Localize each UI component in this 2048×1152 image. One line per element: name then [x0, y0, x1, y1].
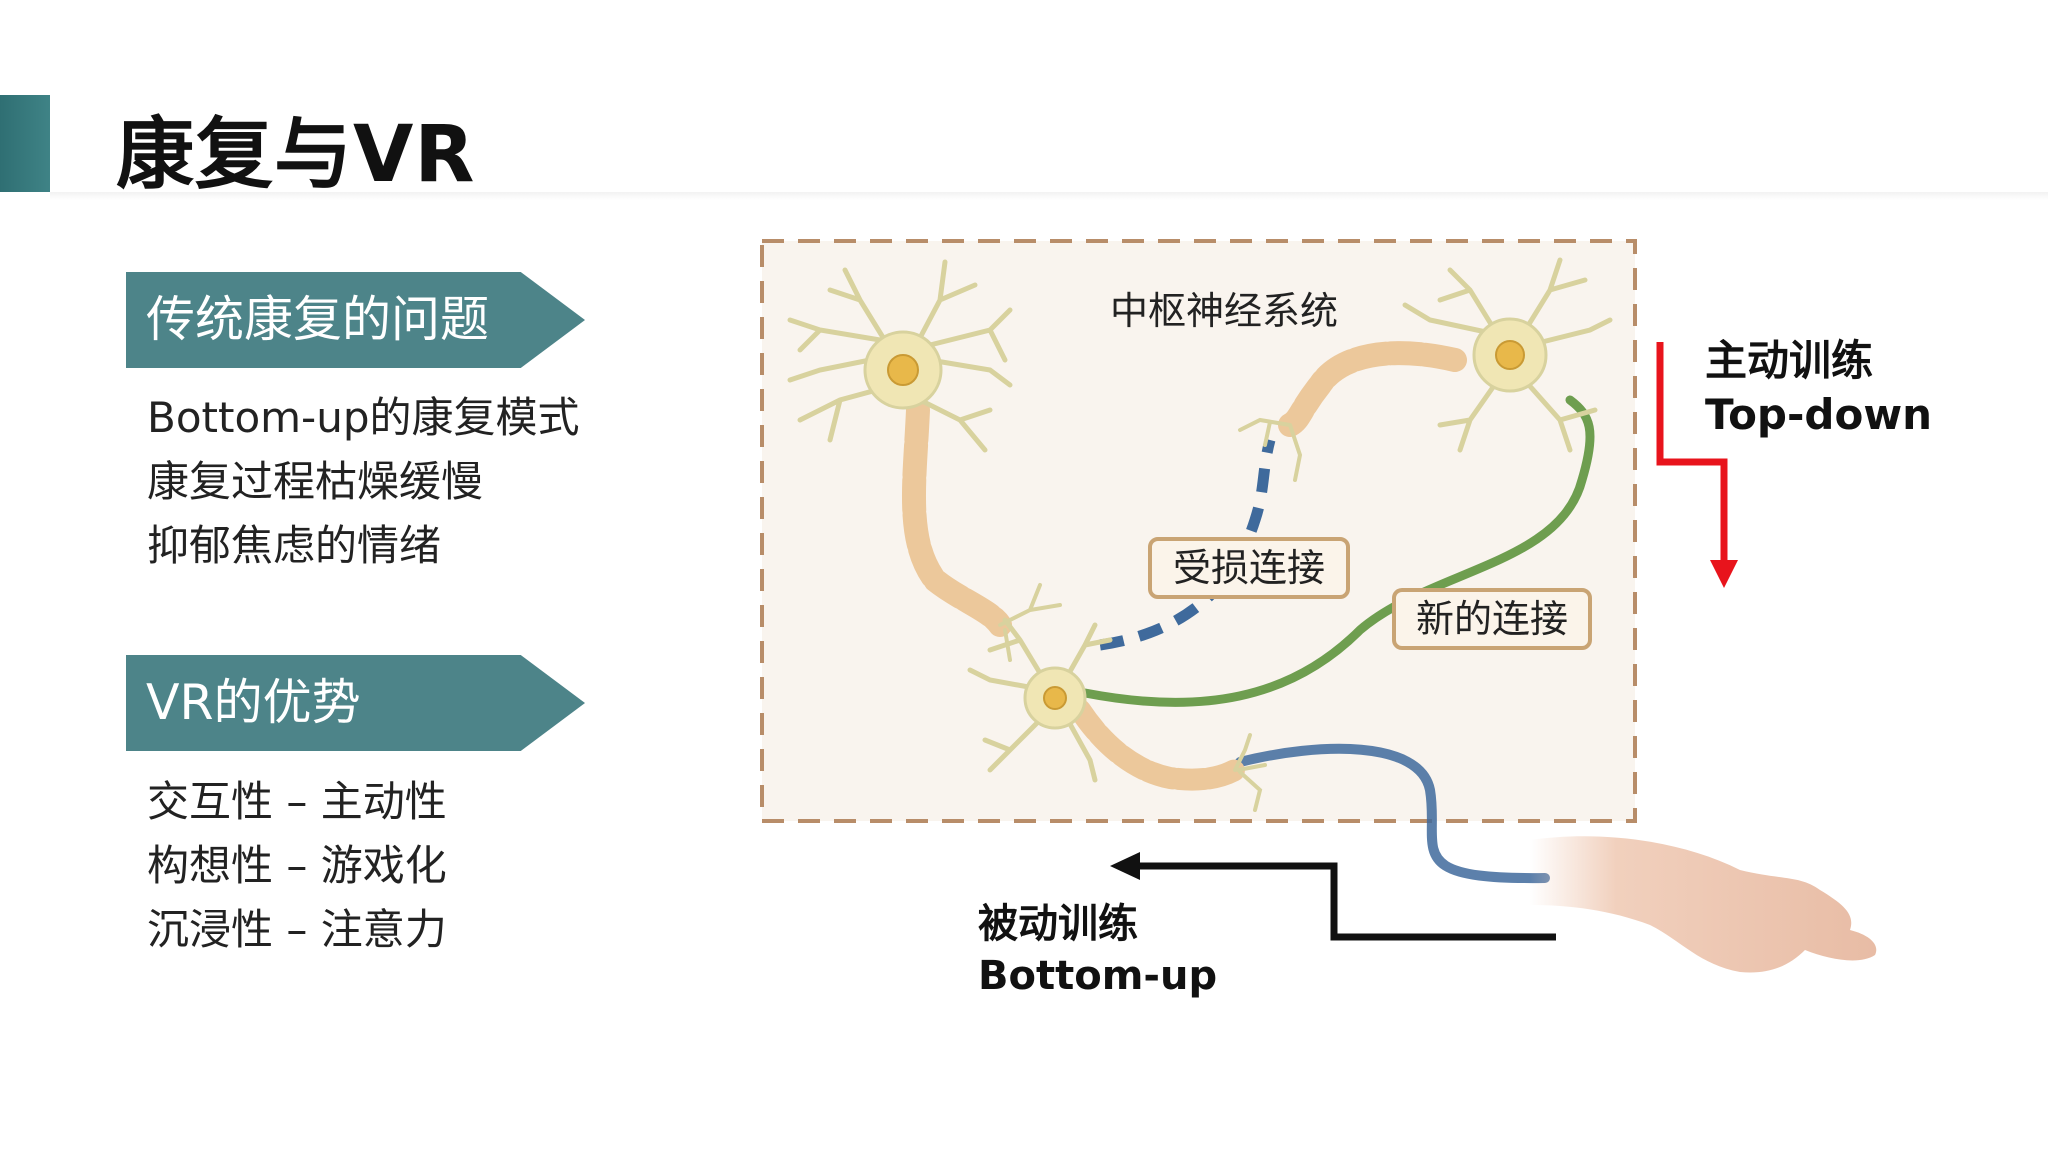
cns-title: 中枢神经系统: [1110, 289, 1339, 333]
list-item: 康复过程枯燥缓慢: [147, 457, 484, 506]
axon-terminal: [998, 417, 1303, 812]
hand-image: [1530, 836, 1877, 973]
nucleus-lower: [1043, 686, 1067, 710]
axon-lower: [1069, 699, 1246, 791]
passive-arrow-head: [1110, 852, 1140, 880]
sensory-connection: [1235, 743, 1550, 884]
list-item: 抑郁焦虑的情绪: [147, 521, 442, 570]
list-item: Bottom-up的康复模式: [147, 393, 580, 442]
nucleus-upper-left: [887, 354, 919, 386]
damaged-connection-label: 受损连接: [1148, 537, 1350, 599]
nucleus-upper-right: [1495, 340, 1525, 370]
passive-label-line1: 被动训练: [978, 901, 1138, 947]
title-accent-bar: [0, 95, 50, 192]
passive-label-line2: Bottom-up: [978, 953, 1218, 999]
list-item: 沉浸性 – 注意力: [147, 905, 447, 954]
axon-upper-left: [901, 398, 1012, 637]
passive-training-label: 被动训练 Bottom-up: [978, 898, 1217, 1002]
active-label-line2: Top-down: [1705, 390, 1933, 439]
title-divider: [50, 192, 2048, 200]
neuron-upper-left: [787, 259, 1013, 453]
passive-training-arrow: [1140, 862, 1556, 941]
problems-list: Bottom-up的康复模式 康复过程枯燥缓慢 抑郁焦虑的情绪: [147, 386, 580, 578]
section-banner-vr-advantages: VR的优势: [126, 655, 585, 751]
section-banner-problems: 传统康复的问题: [126, 272, 585, 368]
active-training-label: 主动训练 Top-down: [1705, 334, 1932, 442]
active-training-arrow: [1656, 342, 1728, 560]
axon-upper-right: [1278, 341, 1467, 437]
list-item: 交互性 – 主动性: [147, 777, 447, 826]
active-arrow-head: [1710, 560, 1738, 588]
new-connection-label: 新的连接: [1392, 588, 1592, 650]
page-title: 康复与VR: [116, 110, 476, 200]
advantages-list: 交互性 – 主动性 构想性 – 游戏化 沉浸性 – 注意力: [147, 770, 447, 962]
active-label-line1: 主动训练: [1705, 336, 1874, 385]
list-item: 构想性 – 游戏化: [147, 841, 447, 890]
damaged-connection: [1099, 438, 1276, 651]
